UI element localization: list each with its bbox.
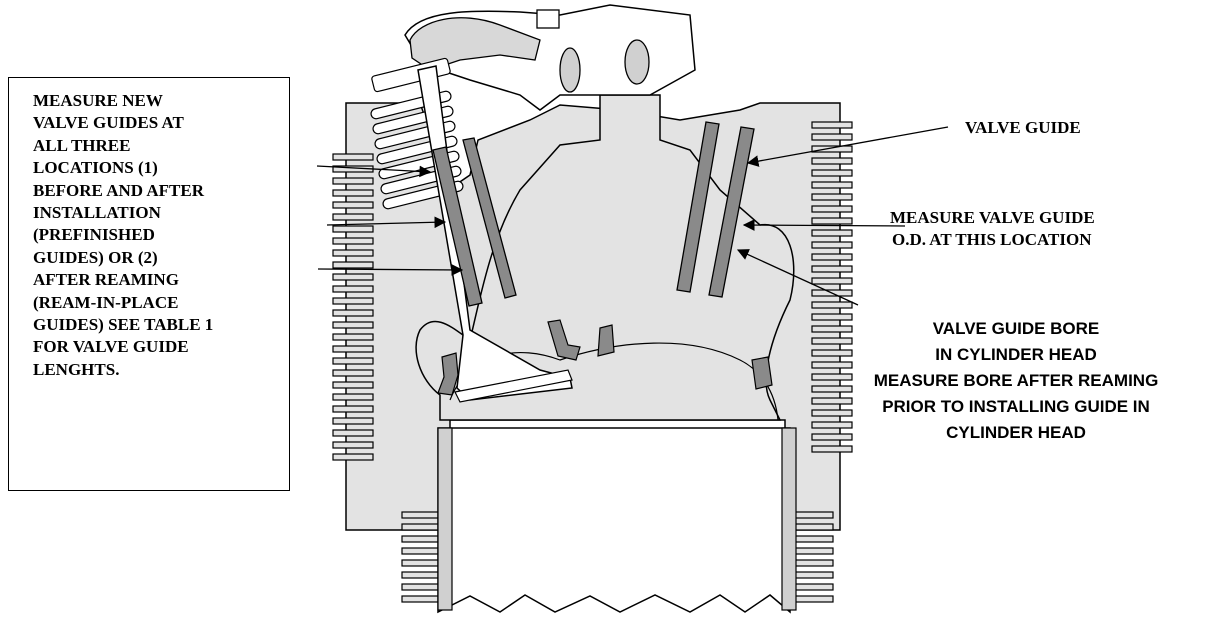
instruction-line: GUIDES) SEE TABLE 1 xyxy=(33,315,214,335)
instruction-box: MEASURE NEW VALVE GUIDES AT ALL THREE LO… xyxy=(8,77,290,491)
right-barrel-fins xyxy=(782,511,834,603)
arrow-guide-bore xyxy=(736,249,859,306)
arrow-guide-middle xyxy=(326,216,447,229)
instruction-text: MEASURE NEW VALVE GUIDES AT ALL THREE LO… xyxy=(33,90,213,381)
instruction-line: ALL THREE xyxy=(33,135,131,155)
intake-valve-face xyxy=(454,369,573,403)
bore-label-line: IN CYLINDER HEAD xyxy=(935,345,1097,364)
instruction-line: AFTER REAMING xyxy=(33,270,179,290)
bore-label-line: MEASURE BORE AFTER REAMING xyxy=(873,371,1159,390)
left-cooling-fins xyxy=(332,153,374,461)
instruction-line: GUIDES) OR (2) xyxy=(33,247,158,267)
rocker-shaft-right xyxy=(624,39,650,85)
instruction-line: LOCATIONS (1) xyxy=(33,158,158,178)
arrow-guide-bottom xyxy=(317,264,464,276)
instruction-line: INSTALLATION xyxy=(33,203,161,223)
instruction-line: (PREFINISHED xyxy=(33,225,155,245)
instruction-line: LENGHTS. xyxy=(33,359,120,379)
right-cooling-fins xyxy=(811,121,853,453)
left-cylinder-wall xyxy=(437,427,453,611)
bore-label-line: PRIOR TO INSTALLING GUIDE IN xyxy=(882,397,1150,416)
valve-seat-right-1 xyxy=(597,324,615,357)
valve-seat-right-2 xyxy=(751,356,773,390)
instruction-line: FOR VALVE GUIDE xyxy=(33,337,189,357)
bore-label-line: VALVE GUIDE BORE xyxy=(932,319,1100,338)
intake-valve-guide-outer xyxy=(432,146,483,307)
valve-seat-left-2 xyxy=(547,319,581,361)
instruction-line: BEFORE AND AFTER xyxy=(33,180,204,200)
rocker-arm xyxy=(409,17,541,71)
instruction-line: MEASURE NEW xyxy=(33,91,163,110)
instruction-line: (REAM-IN-PLACE xyxy=(33,292,179,312)
arrow-guide-od xyxy=(742,219,906,231)
valve-guide-label: VALVE GUIDE xyxy=(965,118,1081,137)
valve-seat-left-1 xyxy=(437,352,459,396)
arrow-valve-guide xyxy=(746,126,949,167)
leader-lines xyxy=(316,126,949,306)
arrow-guide-top xyxy=(316,165,432,178)
rocker-shaft-left xyxy=(559,47,581,93)
exhaust-valve-guide-inner xyxy=(708,126,755,298)
measure-od-label-line1: MEASURE VALVE GUIDE xyxy=(890,208,1095,227)
bore-label-group: VALVE GUIDE BORE IN CYLINDER HEAD MEASUR… xyxy=(826,316,1206,446)
right-cylinder-wall xyxy=(781,427,797,611)
cylinder-barrel xyxy=(437,427,791,614)
pushrod-bolt xyxy=(536,9,560,29)
measure-od-label-line2: O.D. AT THIS LOCATION xyxy=(892,230,1092,249)
bore-label-line: CYLINDER HEAD xyxy=(946,423,1086,442)
intake-valve-guide-inner xyxy=(462,137,517,299)
instruction-line: VALVE GUIDES AT xyxy=(33,113,184,133)
exhaust-valve-guide-outer xyxy=(676,121,720,293)
